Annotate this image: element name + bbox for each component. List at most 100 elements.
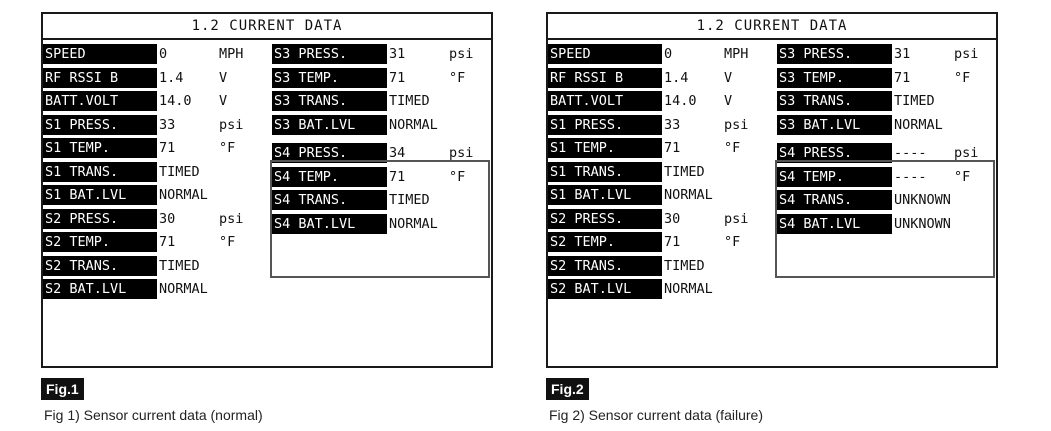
- parameter-label: S3 PRESS.: [272, 44, 387, 64]
- data-row: S3 TRANS.TIMED: [777, 91, 993, 111]
- parameter-value: 71: [894, 69, 911, 86]
- parameter-unit: V: [219, 69, 228, 86]
- sensor-4-highlight-box: [270, 160, 490, 278]
- parameter-value: 31: [389, 46, 406, 62]
- parameter-label: S1 BAT.LVL: [43, 185, 157, 205]
- parameter-value: NORMAL: [159, 281, 208, 297]
- parameter-unit: V: [724, 69, 733, 86]
- parameter-label: S2 TRANS.: [43, 255, 157, 276]
- figure-tag: Fig.2: [546, 378, 589, 400]
- parameter-value: 31: [894, 46, 911, 62]
- parameter-unit: psi: [449, 145, 474, 161]
- parameter-label: S4 BAT.LVL: [272, 213, 387, 234]
- parameter-value: 0: [159, 46, 168, 62]
- parameter-label: S3 BAT.LVL: [272, 114, 387, 135]
- parameter-label: S2 PRESS.: [548, 208, 662, 229]
- parameter-label: S1 TEMP.: [548, 138, 662, 158]
- parameter-unit: °F: [954, 69, 971, 86]
- parameter-value: TIMED: [389, 192, 430, 208]
- parameter-unit: °F: [449, 168, 466, 185]
- parameter-label: S4 BAT.LVL: [777, 213, 892, 234]
- data-row: S2 TRANS.TIMED: [43, 255, 269, 276]
- parameter-value: TIMED: [159, 257, 200, 274]
- parameter-value: 1.4: [159, 69, 184, 86]
- parameter-unit: V: [724, 93, 733, 109]
- parameter-label: S1 TEMP.: [43, 138, 157, 158]
- parameter-value: TIMED: [664, 257, 705, 274]
- parameter-label: S2 BAT.LVL: [548, 279, 662, 299]
- data-row: S1 TEMP.71 °F: [43, 138, 269, 158]
- parameter-unit: °F: [219, 234, 236, 250]
- parameter-label: S3 TEMP.: [777, 67, 892, 88]
- parameter-label: S4 PRESS.: [272, 143, 387, 163]
- parameter-value: ----: [894, 168, 927, 185]
- parameter-value: TIMED: [389, 93, 430, 109]
- data-row: S3 TRANS.TIMED: [272, 91, 488, 111]
- parameter-unit: psi: [724, 210, 749, 227]
- data-row: S4 TRANS.UNKNOWN: [777, 190, 993, 210]
- parameter-label: RF RSSI B: [548, 67, 662, 88]
- parameter-value: TIMED: [664, 163, 705, 180]
- parameter-unit: °F: [219, 140, 236, 156]
- parameter-value: NORMAL: [389, 215, 438, 232]
- parameter-unit: °F: [724, 140, 741, 156]
- screen-title: 1.2 CURRENT DATA: [548, 14, 996, 40]
- parameter-value: 30: [159, 210, 176, 227]
- parameter-label: S1 BAT.LVL: [548, 185, 662, 205]
- parameter-unit: psi: [219, 116, 244, 133]
- parameter-value: 1.4: [664, 69, 689, 86]
- parameter-value: UNKNOWN: [894, 215, 951, 232]
- parameter-label: S1 TRANS.: [43, 161, 157, 182]
- parameter-value: TIMED: [159, 163, 200, 180]
- data-row: S4 TEMP.----°F: [777, 166, 993, 187]
- parameter-value: 71: [159, 140, 176, 156]
- parameter-value: NORMAL: [159, 187, 208, 203]
- screen-title: 1.2 CURRENT DATA: [43, 14, 491, 40]
- parameter-unit: psi: [219, 210, 244, 227]
- parameter-value: NORMAL: [664, 281, 713, 297]
- data-row: S4 TEMP.71°F: [272, 166, 488, 187]
- parameter-value: 71: [664, 234, 681, 250]
- parameter-value: NORMAL: [389, 116, 438, 133]
- parameter-label: S2 TRANS.: [548, 255, 662, 276]
- data-row: S4 TRANS.TIMED: [272, 190, 488, 210]
- parameter-unit: MPH: [724, 46, 749, 62]
- parameter-value: 33: [664, 116, 681, 133]
- parameter-label: S1 PRESS.: [43, 114, 157, 135]
- parameter-label: S2 TEMP.: [43, 232, 157, 252]
- parameter-label: S3 TRANS.: [272, 91, 387, 111]
- data-row: S1 TRANS.TIMED: [43, 161, 269, 182]
- parameter-label: S3 TEMP.: [272, 67, 387, 88]
- data-row: S2 TEMP.71°F: [43, 232, 269, 252]
- data-row: S3 TEMP.71 °F: [777, 67, 993, 88]
- figure-caption: Fig 2) Sensor current data (failure): [549, 407, 763, 423]
- parameter-unit: MPH: [219, 46, 244, 62]
- parameter-unit: °F: [449, 69, 466, 86]
- parameter-label: S1 TRANS.: [548, 161, 662, 182]
- parameter-unit: psi: [954, 46, 979, 62]
- parameter-label: SPEED: [548, 44, 662, 64]
- parameter-value: 71: [664, 140, 681, 156]
- parameter-unit: °F: [724, 234, 741, 250]
- parameter-label: S3 BAT.LVL: [777, 114, 892, 135]
- parameter-label: S4 TRANS.: [272, 190, 387, 210]
- parameter-value: 0: [664, 46, 673, 62]
- data-row: S3 TEMP.71°F: [272, 67, 488, 88]
